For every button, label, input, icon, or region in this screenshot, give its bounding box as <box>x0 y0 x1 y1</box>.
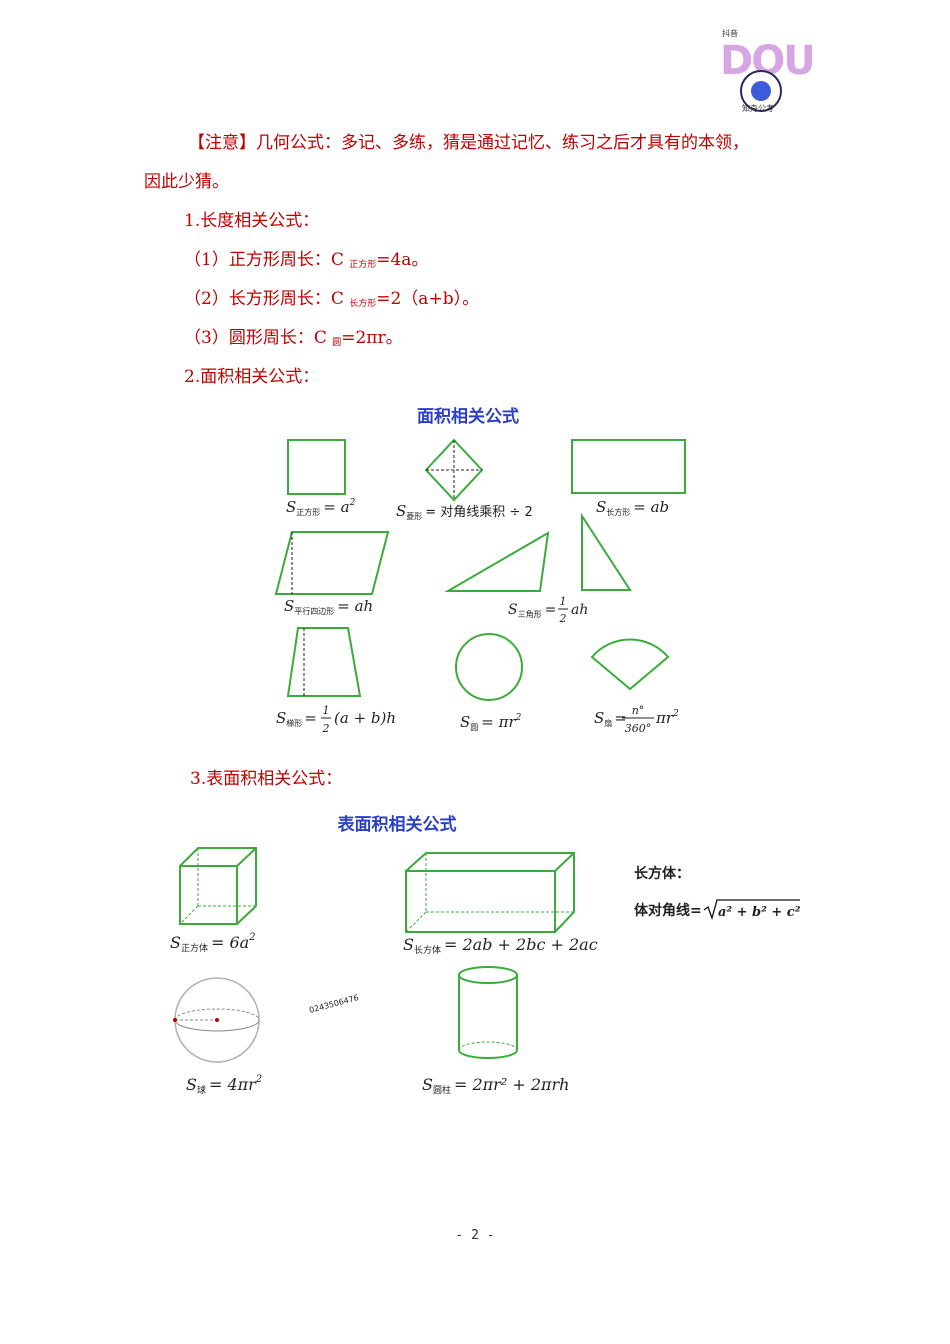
watermark: 0243506476 <box>308 993 360 1015</box>
cylinder-shape <box>458 966 518 1059</box>
parallelogram-shape <box>274 531 390 595</box>
sector-formula: S扇= <box>594 709 627 728</box>
sec1-item-3: （3）圆形周长：C 圆=2πr。 <box>184 323 403 348</box>
obtuse-triangle-shape <box>444 531 550 592</box>
rhombus-formula: S菱形= 对角线乘积 ÷ 2 <box>396 502 533 521</box>
item-post: =2πr。 <box>341 328 403 348</box>
cuboid-shape <box>405 852 575 933</box>
item-sub: 长方形 <box>349 299 377 309</box>
sector-frac-den: 360° <box>625 722 652 735</box>
right-triangle-shape <box>581 512 632 591</box>
sec3-heading: 3.表面积相关公式： <box>190 769 343 789</box>
diagonal-expr: a² + b² + c² <box>718 905 801 920</box>
surface-figure-title: 表面积相关公式 <box>338 814 457 835</box>
tri-frac-num: 1 <box>560 595 567 608</box>
tri-formula: S三角形= <box>508 602 556 619</box>
cube-formula: S正方体= 6a2 <box>170 932 256 954</box>
cuboid-formula: S长方体= 2ab + 2bc + 2ac <box>403 935 598 956</box>
item-pre: （2）长方形周长：C <box>184 289 350 309</box>
diagonal-label: 体对角线= <box>634 902 702 919</box>
item-post: =2（a+b）。 <box>376 289 480 309</box>
page-number: - 2 - <box>455 1228 495 1243</box>
sector-shape <box>590 638 670 691</box>
sec1-item-2: （2）长方形周长：C 长方形=2（a+b）。 <box>184 284 479 309</box>
crown-icon <box>751 81 771 101</box>
logo: 抖音 DOU 知舟公考 <box>718 28 816 114</box>
sphere-formula: S球= 4πr2 <box>186 1074 262 1096</box>
surface-formulas-figure: 表面积相关公式 S正方体= 6a2 S长方体= 2ab + 2bc + 2ac … <box>170 814 801 1096</box>
rectangle-shape <box>571 439 686 494</box>
logo-name: 知舟公考 <box>742 104 774 113</box>
cylinder-formula: S圆柱= 2πr² + 2πrh <box>422 1075 569 1096</box>
sector-rhs: πr2 <box>655 709 679 727</box>
note-text-1: 几何公式：多记、多练，猜是通过记忆、练习之后才具有的本领， <box>256 133 749 153</box>
circle-shape <box>455 633 523 701</box>
sector-frac-num: n° <box>632 704 645 717</box>
item-pre: （3）圆形周长：C <box>184 328 333 348</box>
sec2-heading: 2.面积相关公式： <box>184 367 320 387</box>
sec1-heading: 1.长度相关公式： <box>184 211 320 231</box>
square-shape <box>287 439 346 495</box>
square-formula: S正方形= a2 <box>286 498 356 517</box>
qr-badge <box>740 70 782 112</box>
sphere-shape <box>173 977 260 1063</box>
cube-shape <box>179 847 257 925</box>
item-sub: 正方形 <box>349 260 377 270</box>
rhombus-shape <box>424 438 484 502</box>
sqrt-sign <box>703 899 800 921</box>
item-pre: （1）正方形周长：C <box>184 250 350 270</box>
note-line-1: 【注意】几何公式：多记、多练，猜是通过记忆、练习之后才具有的本领， <box>188 128 749 153</box>
circle-formula: S圆= πr2 <box>460 713 522 732</box>
area-formulas-figure: 面积相关公式 S正方形= a2 S菱形= 对角线乘积 ÷ 2 S长方形= ab … <box>274 406 686 735</box>
tri-frac-den: 2 <box>559 612 567 625</box>
logo-top-text: 抖音 <box>722 29 738 38</box>
rect-formula: S长方形= ab <box>596 498 669 517</box>
trap-frac-num: 1 <box>323 704 330 717</box>
item-sub: 圆 <box>332 338 342 348</box>
area-figure-title: 面积相关公式 <box>417 406 519 427</box>
cuboid-side-title: 长方体： <box>634 865 690 882</box>
trap-formula: S梯形= <box>276 709 317 728</box>
note-line-2: 因此少猜。 <box>144 172 229 192</box>
sec1-item-1: （1）正方形周长：C 正方形=4a。 <box>184 245 428 270</box>
trap-frac-den: 2 <box>322 722 330 735</box>
trapezoid-shape <box>286 627 362 697</box>
tri-rhs: ah <box>571 602 588 618</box>
note-bracket: 【注意】 <box>188 133 256 153</box>
item-post: =4a。 <box>376 250 429 270</box>
trap-rhs: (a + b)h <box>334 709 396 727</box>
para-formula: S平行四边形= ah <box>284 597 373 616</box>
